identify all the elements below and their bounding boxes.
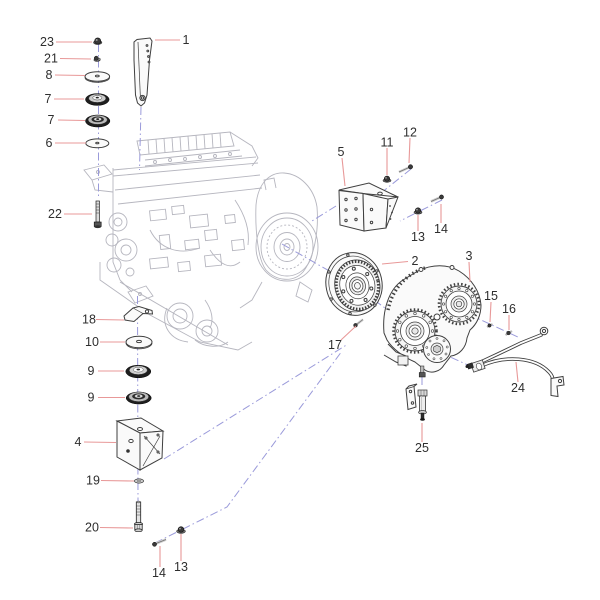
callout-leader-7 [57, 119, 86, 122]
centerline-bolt12-nut11 [380, 168, 412, 194]
part-14-bolt-bottom [152, 538, 167, 547]
callout-label-25-28[interactable]: 25 [415, 441, 429, 455]
part-3-pump-drive-housing [383, 265, 482, 378]
callout-leader-18 [95, 318, 125, 321]
part-14-bolt-top [430, 194, 444, 203]
callout-leader-15 [489, 301, 492, 323]
callout-label-7-3[interactable]: 7 [45, 92, 52, 106]
callout-label-13-20[interactable]: 13 [411, 230, 425, 244]
part-24-hose [465, 326, 565, 398]
callout-label-9-11[interactable]: 9 [88, 391, 95, 405]
part-25-bracket-fitting [405, 383, 428, 421]
centerline-bracket4-housing [163, 343, 349, 460]
callout-label-7-4[interactable]: 7 [48, 113, 55, 127]
part-23-nut [93, 37, 103, 45]
part-4-angle-bracket [115, 417, 165, 471]
callout-label-22-7[interactable]: 22 [48, 207, 62, 221]
callout-label-16-25[interactable]: 16 [502, 302, 516, 316]
part-5-bracket [338, 182, 399, 232]
callout-label-8-2[interactable]: 8 [46, 68, 53, 82]
part-22-bolt [93, 200, 102, 229]
callout-label-24-27[interactable]: 24 [511, 381, 525, 395]
part-19-washer [134, 478, 144, 484]
callout-label-21-1[interactable]: 21 [44, 52, 58, 66]
part-2-flywheel [325, 252, 383, 316]
part-18-plate-bracket [123, 305, 154, 323]
callout-label-4-12[interactable]: 4 [75, 435, 82, 449]
centerline-bracket1 [139, 106, 142, 171]
part-17-bolt [353, 318, 364, 328]
centerline-bolts-13-14 [154, 350, 343, 544]
callout-label-1-6[interactable]: 1 [183, 33, 190, 47]
part-11-nut [382, 175, 392, 183]
callout-leader-20 [99, 526, 134, 529]
part-12-bolt [398, 164, 413, 174]
part-7-isolator-upper [85, 93, 110, 106]
callout-label-15-24[interactable]: 15 [484, 289, 498, 303]
part-6-washer [85, 138, 110, 149]
callout-label-9-10[interactable]: 9 [88, 364, 95, 378]
callout-label-6-5[interactable]: 6 [46, 136, 53, 150]
callout-label-3-23[interactable]: 3 [466, 249, 473, 263]
callout-leader-8 [54, 74, 86, 77]
callout-leader-12 [408, 137, 411, 164]
part-15-bolt [486, 323, 493, 328]
callout-leader-4 [83, 441, 117, 444]
part-20-bolt [134, 500, 143, 533]
callout-label-20-14[interactable]: 20 [85, 521, 99, 535]
callout-label-18-8[interactable]: 18 [82, 313, 96, 327]
callout-label-17-26[interactable]: 17 [328, 338, 342, 352]
callout-label-2-22[interactable]: 2 [412, 254, 419, 268]
part-16-bolt [504, 330, 513, 336]
part-1-bracket-strap [133, 37, 153, 107]
callout-label-13-16[interactable]: 13 [174, 560, 188, 574]
part-13-nut-top [413, 207, 423, 215]
part-9-isolator-upper [125, 364, 152, 379]
centerline-bracket5-engine [311, 205, 337, 222]
callout-label-14-15[interactable]: 14 [152, 566, 166, 580]
part-9-isolator-lower [125, 391, 152, 405]
callout-label-19-13[interactable]: 19 [86, 474, 100, 488]
callout-label-11-18[interactable]: 11 [381, 136, 394, 150]
callout-label-10-9[interactable]: 10 [85, 335, 99, 349]
part-7-isolator-lower [85, 114, 111, 128]
callout-leader-21 [59, 57, 92, 60]
callout-label-14-21[interactable]: 14 [434, 222, 448, 236]
engine-illustration [83, 131, 319, 351]
part-13-nut-bottom [176, 526, 186, 534]
callout-leader-5 [341, 157, 346, 187]
callout-label-23-0[interactable]: 23 [40, 35, 54, 49]
callout-label-5-17[interactable]: 5 [338, 145, 345, 159]
callout-leader-2 [381, 260, 409, 265]
callout-leader-17 [340, 325, 357, 341]
callout-label-12-19[interactable]: 12 [403, 126, 417, 140]
callout-leader-24 [515, 361, 519, 383]
callout-leader-19 [100, 479, 135, 482]
part-21-nut [93, 55, 101, 62]
part-8-washer [84, 71, 111, 83]
part-10-washer [125, 335, 153, 350]
callout-leader-3 [468, 261, 471, 283]
